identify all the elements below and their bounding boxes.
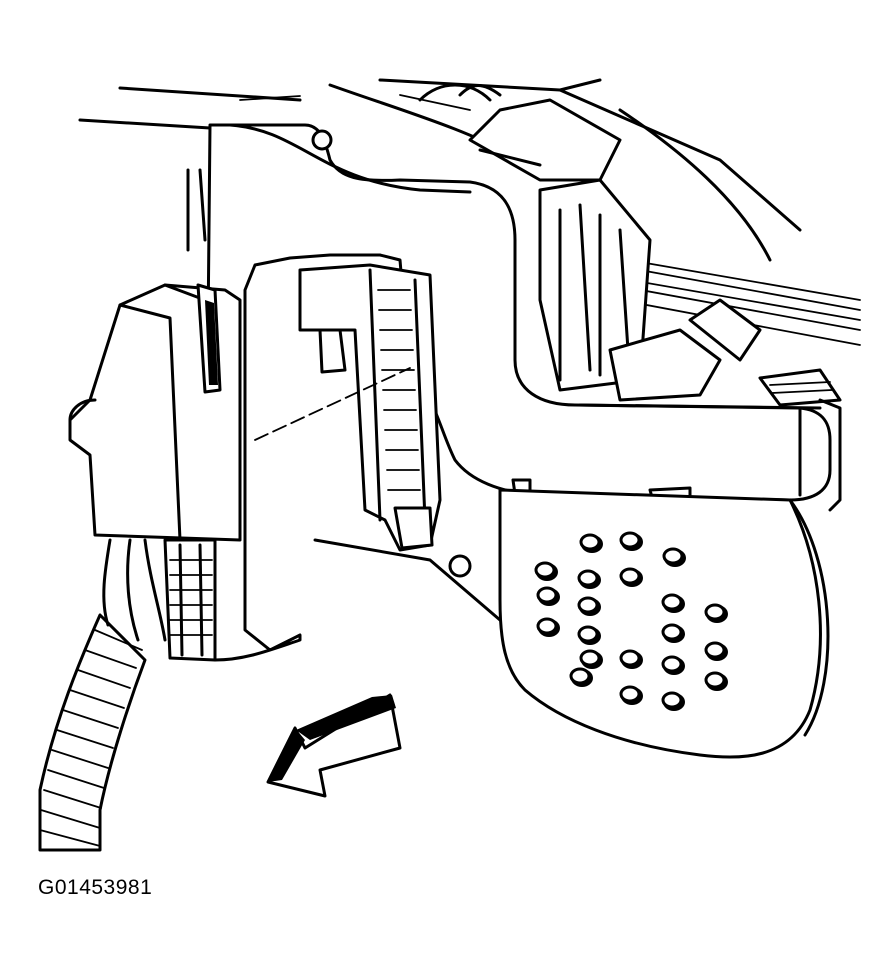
panel-hole — [661, 655, 683, 673]
panel-hole — [704, 671, 726, 689]
panel-holes — [534, 531, 728, 711]
panel-hole — [661, 623, 683, 641]
panel-hole — [661, 691, 683, 709]
panel-hole — [577, 625, 599, 643]
panel-hole — [536, 586, 558, 604]
wire-harness — [38, 538, 167, 852]
panel-hole — [662, 547, 684, 565]
panel-hole — [619, 531, 641, 549]
panel-hole — [661, 593, 683, 611]
panel-hole — [577, 596, 599, 614]
panel-hole — [534, 561, 556, 579]
bracket-edge — [313, 538, 502, 622]
panel-hole — [579, 533, 601, 551]
electrical-connector — [68, 283, 242, 662]
leader-line — [254, 367, 411, 441]
panel-hole — [619, 567, 641, 585]
panel-hole — [569, 667, 591, 685]
perforated-panel — [498, 488, 830, 759]
panel-hole — [704, 641, 726, 659]
panel-hole — [704, 603, 726, 621]
panel-hole — [579, 649, 601, 667]
panel-hole — [536, 617, 558, 635]
dash-panel-outline — [78, 78, 802, 262]
panel-hole — [619, 649, 641, 667]
module-block — [468, 98, 842, 407]
removal-direction-arrow — [266, 693, 402, 798]
figure-id: G01453981 — [38, 876, 153, 899]
panel-hole — [619, 685, 641, 703]
terminal-strip — [298, 263, 442, 552]
panel-hole — [577, 569, 599, 587]
